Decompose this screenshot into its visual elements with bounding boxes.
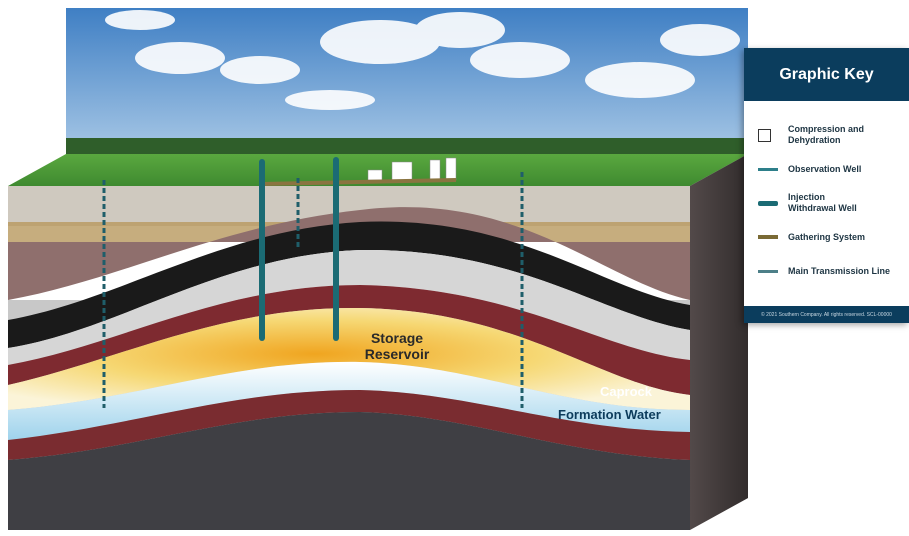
observation-wells	[102, 172, 524, 408]
transmission-line-icon	[758, 269, 784, 273]
graphic-key-list: Compression and Dehydration Observation …	[744, 101, 909, 283]
caprock-label: Caprock	[600, 384, 653, 399]
gathering-system-line-icon	[758, 235, 784, 239]
key-item-observation-well: Observation Well	[758, 157, 903, 181]
facility-square-icon	[758, 128, 784, 142]
key-item-label: Injection Withdrawal Well	[788, 192, 857, 213]
storage-reservoir-label: Storage Reservoir	[364, 330, 430, 362]
key-item-gathering-system: Gathering System	[758, 225, 903, 249]
front-face	[8, 186, 690, 530]
key-item-compression: Compression and Dehydration	[758, 123, 903, 147]
key-item-injection-well: Injection Withdrawal Well	[758, 191, 903, 215]
key-item-label: Compression and Dehydration	[788, 124, 865, 145]
gathering-system-pipe	[261, 178, 457, 186]
storage-reservoir-zone	[8, 307, 690, 410]
compression-facility	[367, 157, 457, 181]
key-item-label: Gathering System	[788, 231, 866, 242]
formation-water-layer	[8, 361, 690, 440]
clouds	[105, 10, 740, 110]
injection-withdrawal-wells	[259, 157, 339, 341]
key-item-label: Main Transmission Line	[788, 265, 891, 276]
tree-line	[66, 138, 748, 154]
graphic-key-footer: © 2021 Southern Company. All rights rese…	[744, 306, 909, 323]
graphic-key-panel: Graphic Key Compression and Dehydration …	[744, 48, 909, 323]
injection-well-line-icon	[758, 200, 784, 206]
formation-water-label: Formation Water	[558, 407, 661, 422]
key-item-label: Observation Well	[788, 163, 862, 174]
graphic-key-title: Graphic Key	[744, 48, 909, 101]
key-item-main-transmission: Main Transmission Line	[758, 259, 903, 283]
caprock-layer	[8, 285, 690, 395]
observation-well-line-icon	[758, 167, 784, 171]
